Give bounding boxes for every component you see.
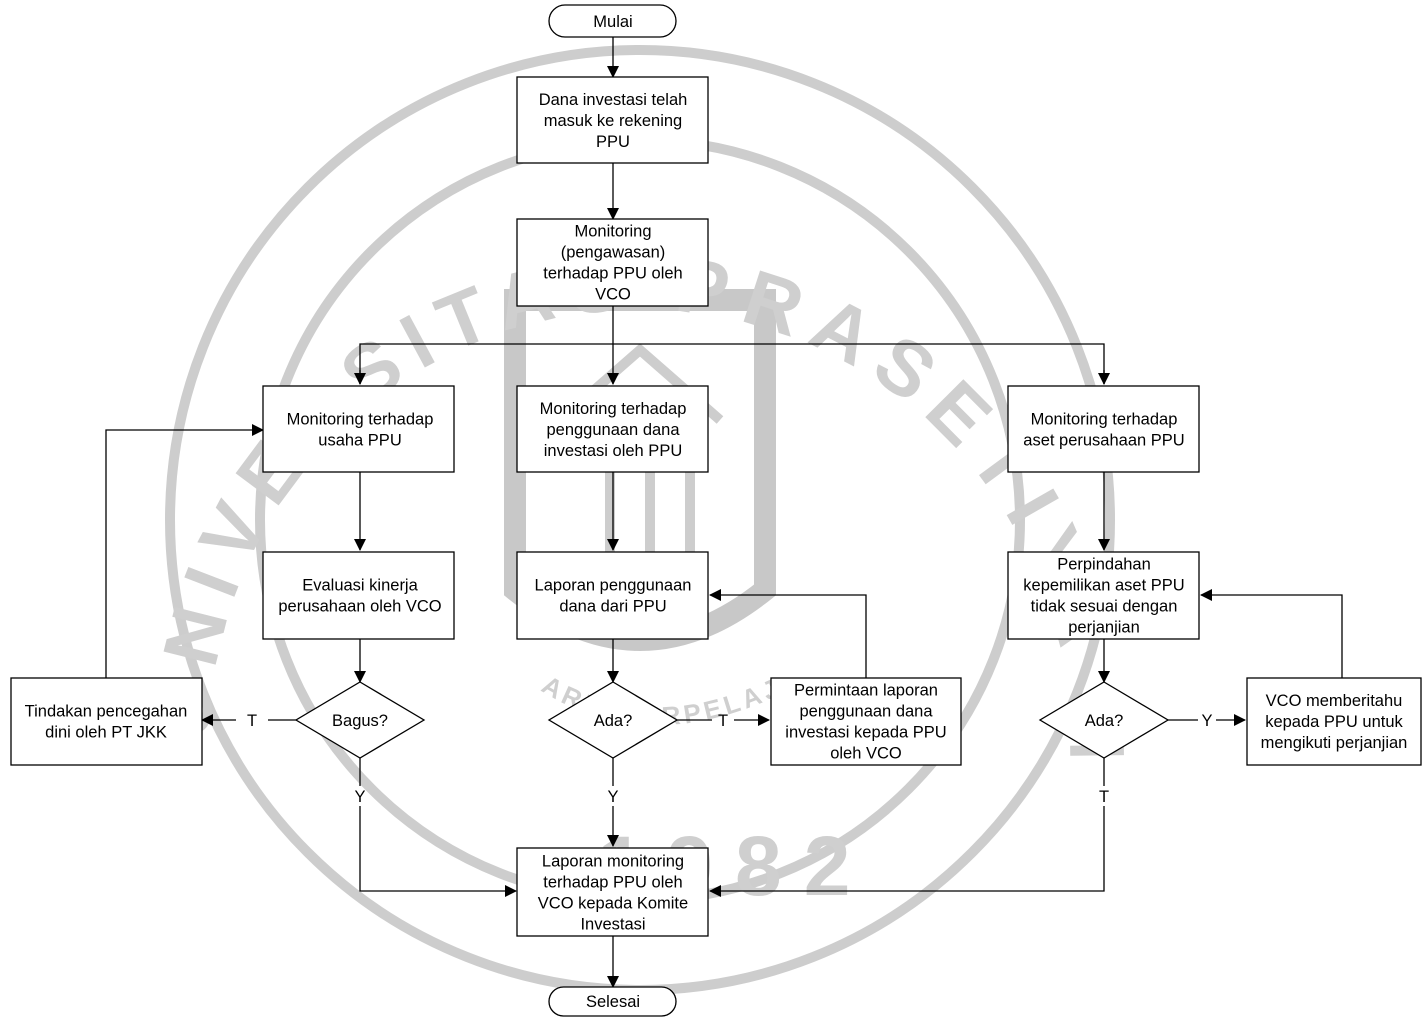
node-label-line: Monitoring terhadap (287, 411, 434, 429)
node-label-line: Selesai (586, 993, 640, 1011)
process-evaluasi-kinerja (262, 551, 455, 640)
node-label-line: Dana investasi telah (539, 91, 688, 109)
node-label-line: terhadap PPU oleh (543, 265, 682, 283)
node-label-line: dana dari PPU (559, 598, 666, 616)
node-label-line: PPU (596, 133, 630, 151)
node-label-line: masuk ke rekening (544, 112, 683, 130)
decision-ada-dana-label: Ada? (594, 712, 633, 730)
process-monitoring-dana-label: Monitoring terhadap penggunaan dana invest… (540, 400, 687, 460)
decision-bagus (294, 681, 426, 759)
node-label-line: Bagus? (332, 712, 388, 730)
node-label-line: Investasi (580, 916, 645, 934)
process-perpindahan-aset (1007, 551, 1200, 640)
process-permintaan-laporan (770, 677, 962, 766)
node-label-line: investasi kepada PPU (785, 724, 946, 742)
process-laporan-penggunaan-label: Laporan penggunaan dana dari PPU (535, 577, 692, 616)
node-label-line: (pengawasan) (561, 244, 666, 262)
node-label-line: perjanjian (1068, 619, 1140, 637)
node-label-line: penggunaan dana (546, 421, 680, 439)
node-label-line: investasi oleh PPU (544, 442, 683, 460)
node-label-line: Permintaan laporan (794, 682, 938, 700)
process-laporan-penggunaan (516, 551, 709, 640)
node-label-line: Laporan monitoring (542, 853, 684, 871)
connectors (105, 37, 1343, 988)
process-vco-memberitahu-label: VCO memberitahu kepada PPU untuk mengikuti… (1261, 692, 1408, 752)
decision-ada-dana (547, 681, 679, 759)
process-monitoring-dana (516, 385, 709, 473)
process-monitoring-aset (1007, 385, 1200, 473)
node-label-line: Monitoring terhadap (540, 400, 687, 418)
node-label-line: perusahaan oleh VCO (278, 598, 441, 616)
node-label-line: kepemilikan aset PPU (1023, 577, 1184, 595)
node-label-line: tidak sesuai dengan (1031, 598, 1178, 616)
node-label-line: Ada? (1085, 712, 1124, 730)
node-label-line: VCO kepada Komite (538, 895, 688, 913)
node-label-line: Tindakan pencegahan (25, 703, 188, 721)
node-label-line: aset perusahaan PPU (1023, 432, 1184, 450)
edge-branch-bar (359, 343, 1105, 384)
node-label-line: mengikuti perjanjian (1261, 734, 1408, 752)
node-label-line: VCO memberitahu (1266, 692, 1403, 710)
node-label-line: Laporan penggunaan (535, 577, 692, 595)
edge-label-d1-t: T (247, 712, 257, 730)
node-label-line: kepada PPU untuk (1265, 713, 1403, 731)
process-monitoring-usaha-label: Monitoring terhadap usaha PPU (287, 411, 434, 450)
node-label-line: Perpindahan (1057, 556, 1151, 574)
process-monitoring-usaha (262, 385, 455, 473)
process-evaluasi-kinerja-label: Evaluasi kinerja perusahaan oleh VCO (278, 577, 441, 616)
process-permintaan-laporan-label: Permintaan laporan penggunaan dana investa… (785, 682, 946, 763)
process-dana-masuk (516, 76, 709, 164)
edge-label-d3-y: Y (1201, 712, 1212, 730)
edge-label-d1-y: Y (354, 788, 365, 806)
node-label-line: Mulai (593, 13, 632, 31)
edge-d1-y-b (359, 806, 517, 897)
edge-label-d2-y: Y (607, 788, 618, 806)
process-laporan-monitoring (516, 847, 709, 937)
node-label-line: dini oleh PT JKK (45, 724, 167, 742)
start-label: Mulai (593, 13, 632, 31)
node-label-line: penggunaan dana (799, 703, 933, 721)
node-label-line: oleh VCO (830, 745, 902, 763)
edge-label-d3-t: T (1099, 788, 1109, 806)
edge-label-d2-t: T (718, 712, 728, 730)
node-label-line: VCO (595, 286, 631, 304)
start-terminator (548, 4, 677, 38)
node-label-line: Evaluasi kinerja (302, 577, 418, 595)
decision-bagus-label: Bagus? (332, 712, 388, 730)
node-label-line: terhadap PPU oleh (543, 874, 682, 892)
node-label-line: usaha PPU (318, 432, 401, 450)
process-perpindahan-aset-label: Perpindahan kepemilikan aset PPU tidak ses… (1023, 556, 1184, 637)
process-tindakan-pencegahan (10, 677, 203, 766)
node-label-line: Ada? (594, 712, 633, 730)
end-label: Selesai (586, 993, 640, 1011)
node-label-line: Monitoring terhadap (1031, 411, 1178, 429)
edge-n10-n7 (709, 589, 867, 678)
process-vco-memberitahu (1246, 677, 1422, 766)
decision-ada-aset (1038, 681, 1170, 759)
end-terminator (548, 986, 677, 1017)
edge-n11-n8 (1200, 589, 1343, 678)
process-monitoring-aset-label: Monitoring terhadap aset perusahaan PPU (1023, 411, 1184, 450)
decision-ada-aset-label: Ada? (1085, 712, 1124, 730)
process-monitoring-vco (516, 218, 709, 307)
process-tindakan-pencegahan-label: Tindakan pencegahan dini oleh PT JKK (25, 703, 188, 742)
node-label-line: Monitoring (574, 223, 651, 241)
edge-d3-t-b (709, 806, 1105, 897)
edge-n9-n3 (105, 424, 264, 678)
